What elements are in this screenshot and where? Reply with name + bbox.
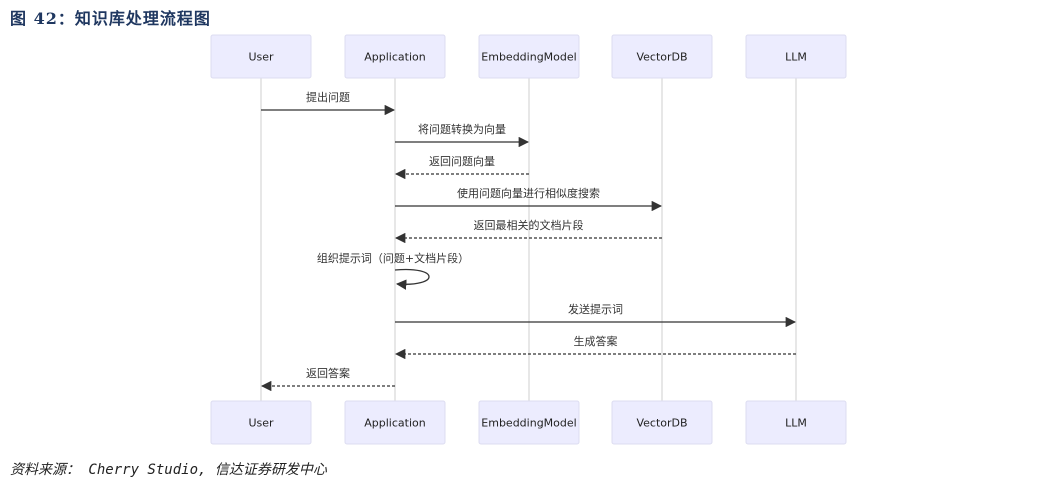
actor-llm-top: LLM xyxy=(745,34,847,79)
message-7: 发送提示词 xyxy=(395,302,797,328)
actor-label: User xyxy=(248,51,274,64)
message-4: 使用问题向量进行相似度搜索 xyxy=(395,186,663,212)
actor-box xyxy=(478,34,580,79)
actor-embeddingmodel-top: EmbeddingModel xyxy=(478,34,580,79)
message-label: 发送提示词 xyxy=(568,302,623,316)
actor-box xyxy=(611,34,713,79)
actor-label: VectorDB xyxy=(636,51,687,64)
actor-embeddingmodel-bottom: EmbeddingModel xyxy=(478,400,580,445)
actor-label: EmbeddingModel xyxy=(481,51,576,64)
message-label: 使用问题向量进行相似度搜索 xyxy=(457,186,600,200)
actor-box xyxy=(344,34,446,79)
message-label: 生成答案 xyxy=(574,334,618,348)
actor-label: VectorDB xyxy=(636,417,687,430)
actor-application-bottom: Application xyxy=(344,400,446,445)
message-8: 生成答案 xyxy=(394,334,796,360)
actor-box xyxy=(344,400,446,445)
actor-label: LLM xyxy=(785,51,807,64)
actor-box xyxy=(745,400,847,445)
actor-box xyxy=(745,34,847,79)
actor-user-bottom: User xyxy=(210,400,312,445)
actor-box xyxy=(478,400,580,445)
message-arrow xyxy=(394,268,430,290)
message-label: 返回最相关的文档片段 xyxy=(474,218,584,232)
message-label: 返回答案 xyxy=(306,366,350,380)
actor-vectordb-bottom: VectorDB xyxy=(611,400,713,445)
message-1: 提出问题 xyxy=(261,90,396,116)
source-note: 资料来源： Cherry Studio, 信达证券研发中心 xyxy=(10,462,327,478)
actor-label: EmbeddingModel xyxy=(481,417,576,430)
message-label: 返回问题向量 xyxy=(429,154,495,168)
message-6: 组织提示词（问题+文档片段） xyxy=(317,251,469,290)
actor-label: Application xyxy=(364,417,425,430)
actor-label: User xyxy=(248,417,274,430)
actor-application-top: Application xyxy=(344,34,446,79)
actor-box xyxy=(611,400,713,445)
actor-label: Application xyxy=(364,51,425,64)
actor-vectordb-top: VectorDB xyxy=(611,34,713,79)
message-label: 将问题转换为向量 xyxy=(418,122,506,136)
message-5: 返回最相关的文档片段 xyxy=(394,218,662,244)
actor-user-top: User xyxy=(210,34,312,79)
actor-llm-bottom: LLM xyxy=(745,400,847,445)
message-2: 将问题转换为向量 xyxy=(395,122,530,148)
actor-box xyxy=(210,34,312,79)
message-label: 组织提示词（问题+文档片段） xyxy=(317,251,469,265)
message-9: 返回答案 xyxy=(260,366,395,392)
message-label: 提出问题 xyxy=(306,90,350,104)
message-3: 返回问题向量 xyxy=(394,154,529,180)
figure-title: 图 42：知识库处理流程图 xyxy=(10,9,211,28)
actor-label: LLM xyxy=(785,417,807,430)
actor-box xyxy=(210,400,312,445)
